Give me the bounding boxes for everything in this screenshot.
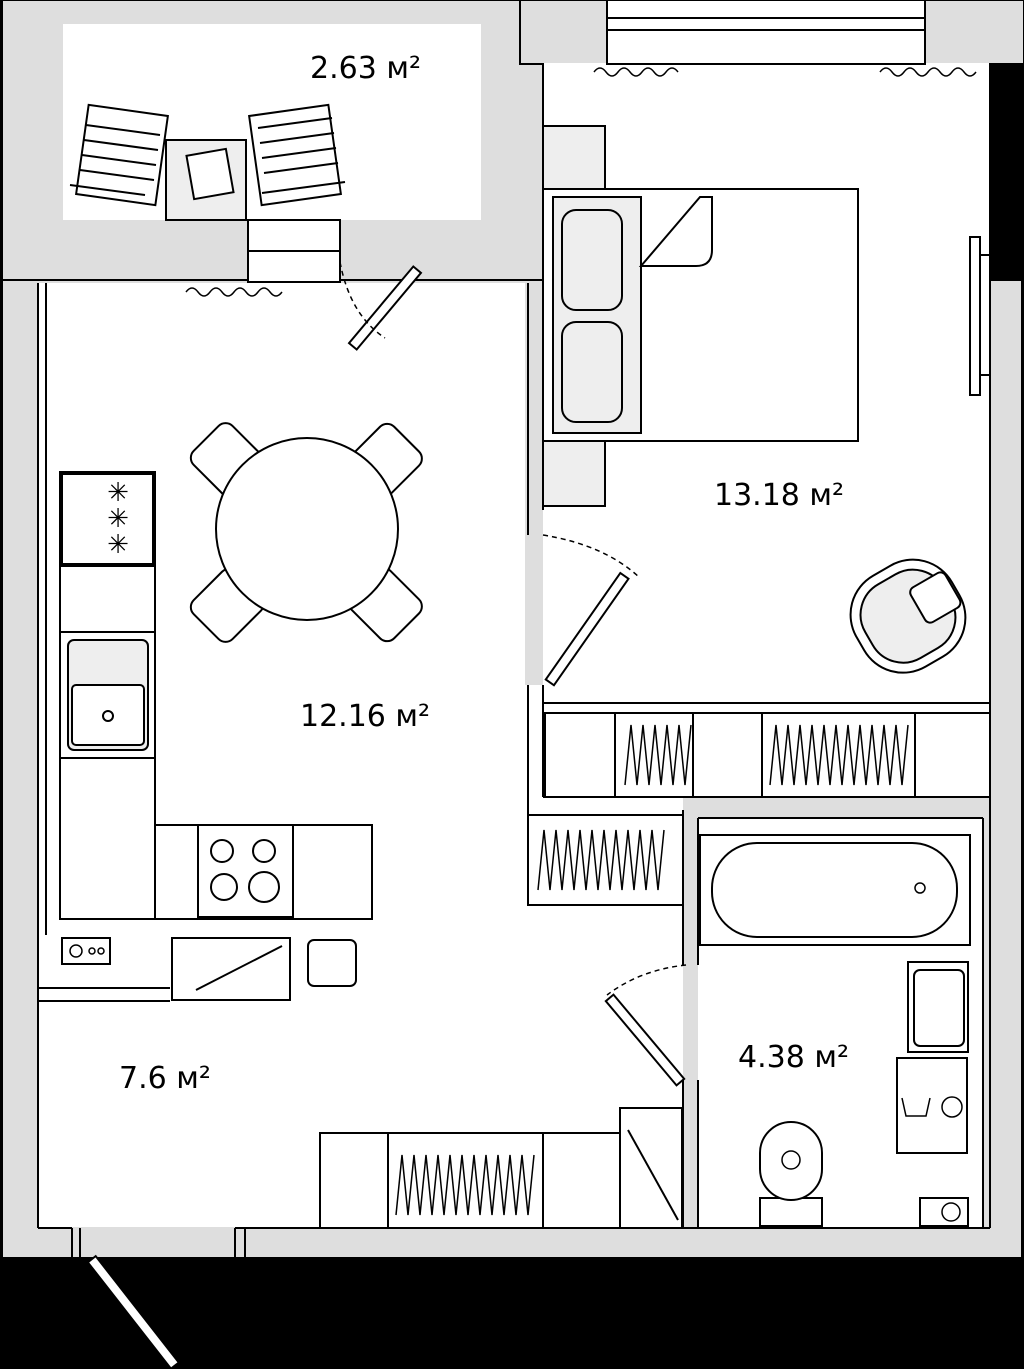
radiators [185, 67, 977, 297]
balcony-area-label: 2.63 м² [310, 51, 421, 86]
svg-text:✳: ✳ [107, 478, 129, 508]
hall-area-label: 7.6 м² [119, 1061, 211, 1096]
deck-chair-left [69, 103, 170, 207]
fridge [171, 937, 291, 1001]
washing-machine [896, 1057, 968, 1154]
pillow-bottom [561, 321, 623, 423]
toilet-cistern [759, 1197, 823, 1227]
bathroom-furniture [619, 834, 971, 1229]
deck-chair-right [247, 103, 346, 207]
newspaper-icon [185, 147, 235, 201]
dining-set [189, 422, 423, 643]
dining-table [215, 437, 399, 621]
nightstand-top [542, 125, 606, 191]
bed-blanket-fold [638, 196, 713, 267]
balcony-furniture [69, 103, 346, 221]
stove [197, 824, 294, 918]
kitchen-furniture: ✳ ✳ ✳ [59, 471, 373, 1001]
wardrobes [319, 712, 991, 1229]
svg-text:✳: ✳ [107, 504, 129, 534]
toilet [759, 1121, 823, 1201]
bedroom-furniture [542, 125, 967, 674]
svg-text:✳: ✳ [107, 530, 129, 560]
hob-icon [61, 473, 154, 565]
windows [248, 0, 981, 396]
nightstand-bottom [542, 439, 606, 507]
bedroom-area-label: 13.18 м² [714, 478, 844, 513]
doors [71, 261, 687, 1369]
pillow-top [561, 209, 623, 311]
kitchen-area-label: 12.16 м² [300, 699, 430, 734]
bathroom-area-label: 4.38 м² [738, 1040, 849, 1075]
armchair [849, 558, 967, 674]
